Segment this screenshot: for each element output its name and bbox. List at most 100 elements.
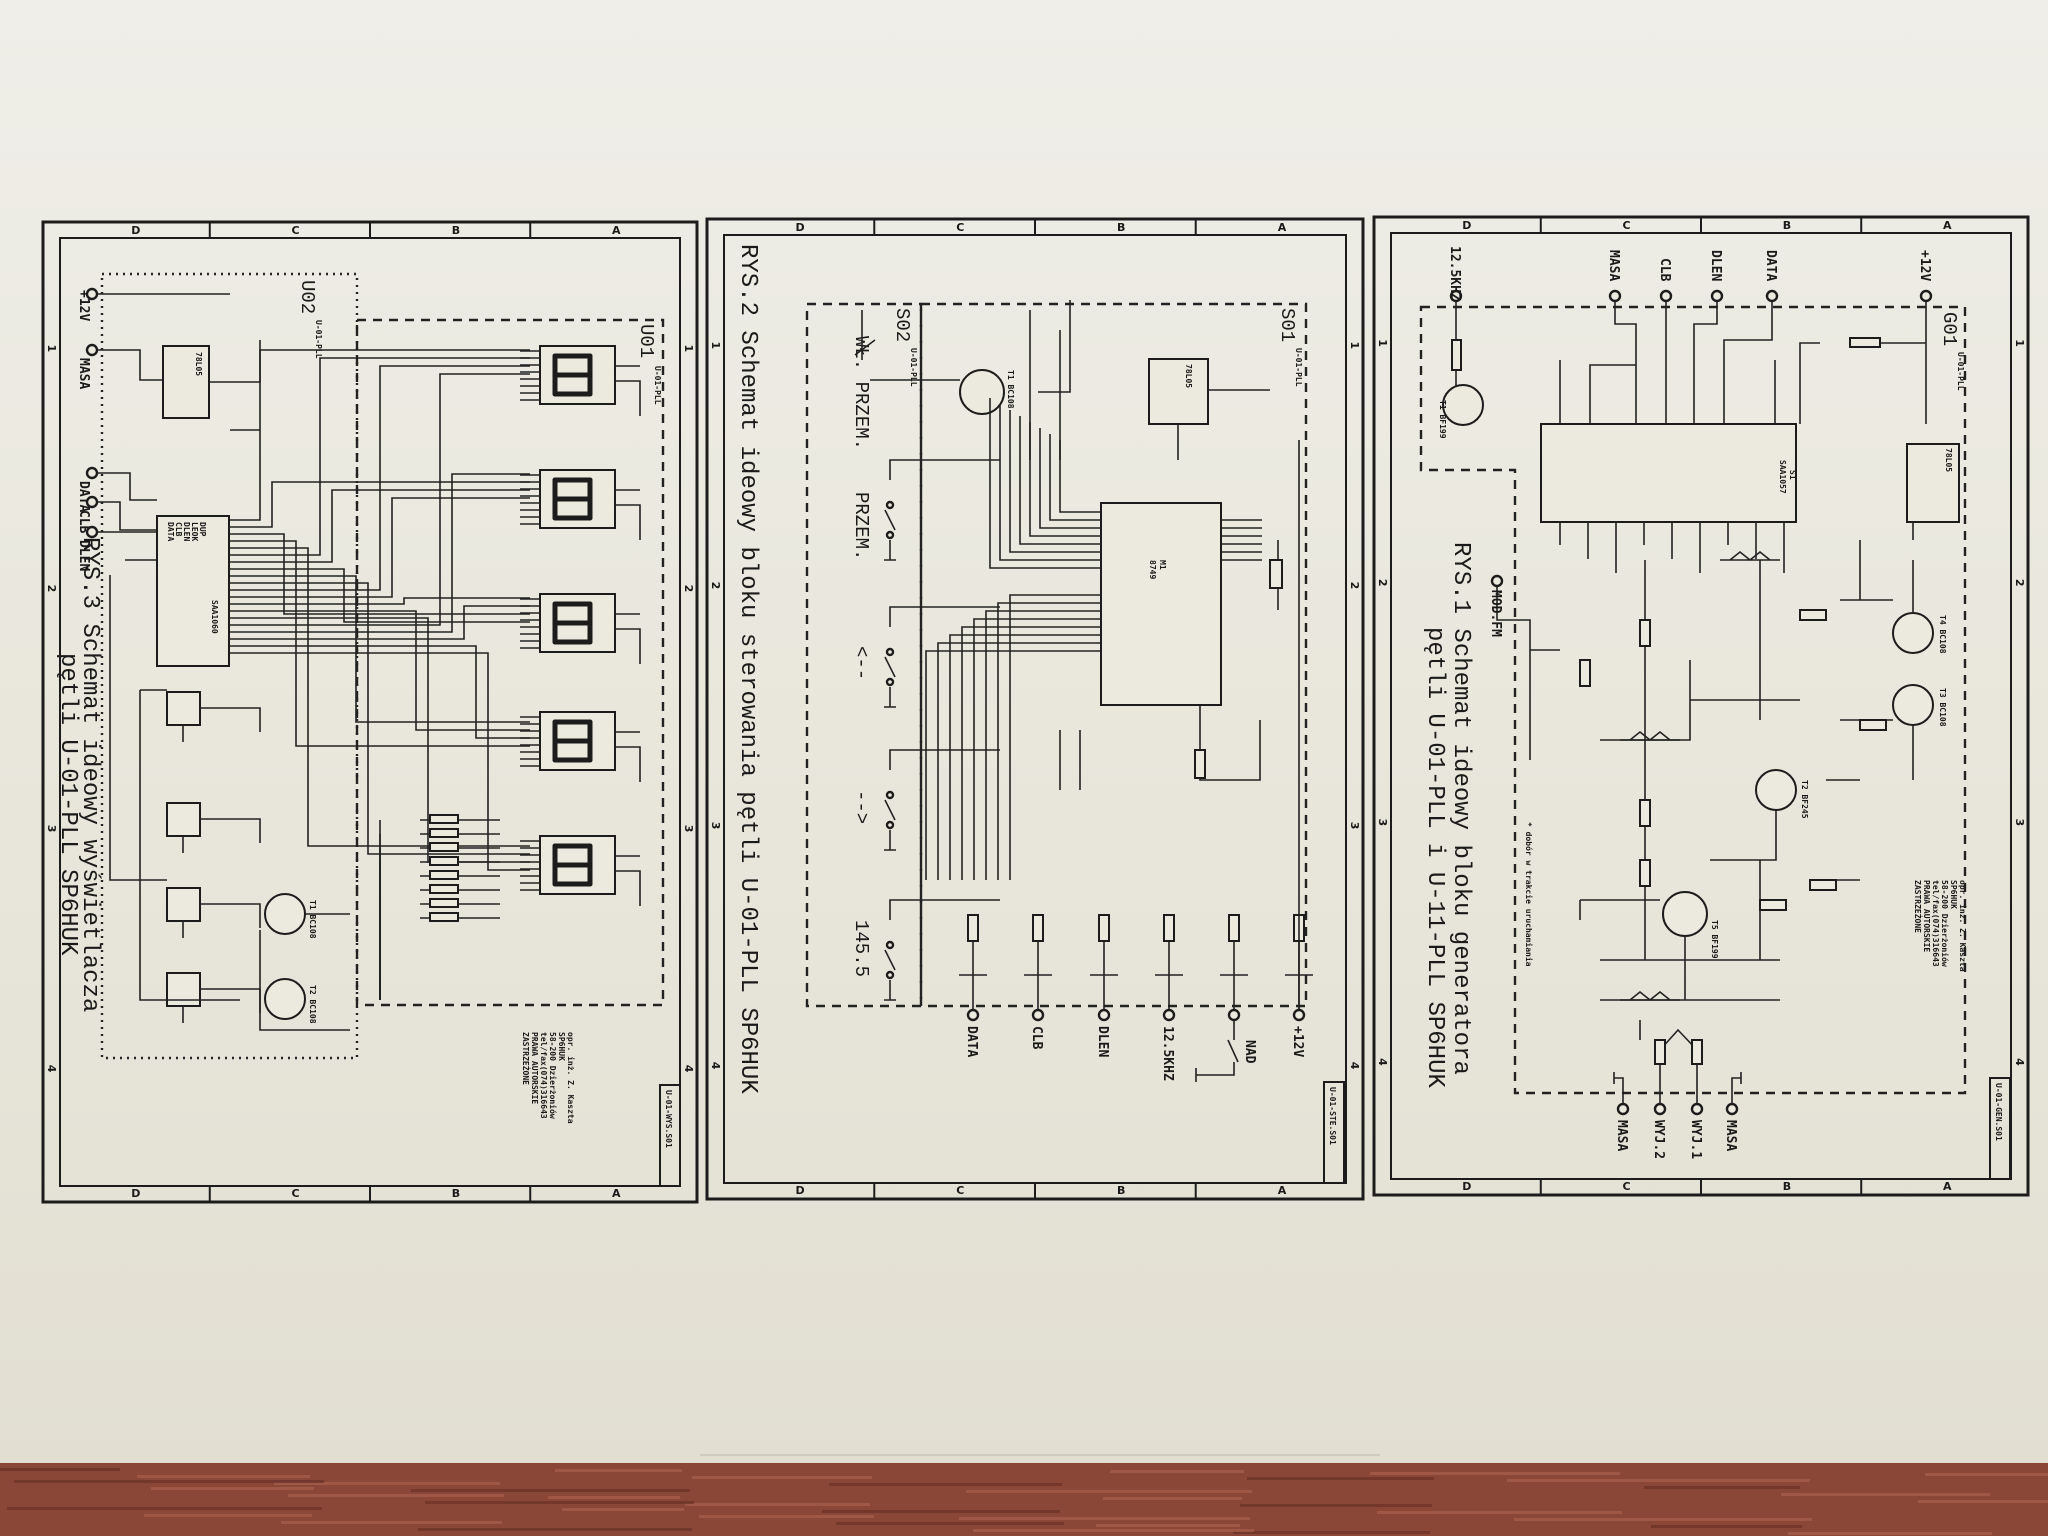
port-wire [1009, 410, 1101, 553]
terminal-wyj1[interactable] [1690, 1102, 1704, 1116]
terminal-label: DATA [1763, 250, 1778, 281]
wood-grain [555, 1469, 682, 1472]
terminal-data[interactable] [85, 466, 99, 480]
block-s02-box [805, 302, 923, 1008]
frame-code-box [1323, 1081, 1345, 1184]
ic-label: SAA1057 [1778, 460, 1787, 494]
terminal-label: +12V [1290, 1026, 1305, 1057]
terminal-data[interactable] [966, 1008, 980, 1022]
transistor-label: T1 BC108 [308, 900, 317, 939]
terminal-label: CLB [76, 510, 91, 534]
wood-grain [959, 1517, 1250, 1520]
resistor [429, 870, 459, 880]
zone-letter: B [1783, 219, 1791, 232]
transistor-label: T3 BC108 [1938, 688, 1947, 727]
wood-grain [1370, 1472, 1620, 1475]
terminal-nad[interactable] [1227, 1008, 1241, 1022]
bus-wire [229, 357, 530, 556]
bus-wire [229, 645, 530, 739]
note-line: PRAWA AUTORSKIE [1922, 880, 1931, 952]
resistor [429, 828, 459, 838]
resistor [429, 842, 459, 852]
author-note: opr. inż. Z. Kaszta SP6HUK 58-200 Dzierż… [521, 1032, 576, 1124]
terminal-12-5khz[interactable] [1162, 1008, 1176, 1022]
wire [615, 489, 641, 540]
note-line: 58-200 Dzierżoniów [1940, 880, 1950, 967]
terminal-clb[interactable] [85, 495, 99, 509]
terminal-label: DLEN [76, 540, 91, 571]
voltage-regulator-ic [1906, 443, 1960, 523]
ic-pin-label: CLB [174, 522, 183, 537]
wood-grain [562, 1508, 684, 1511]
terminal-masa[interactable] [85, 343, 99, 357]
note-line: opr. inż. Z. Kaszta [566, 1032, 576, 1124]
bottom-terminals: MASA WYJ.2 WYJ.1 MASA [1613, 1028, 1742, 1159]
transistor-symbol [264, 893, 306, 935]
voltage-regulator-ic [1148, 358, 1209, 425]
wire [1090, 940, 1118, 1010]
zone-number: 1 [2013, 339, 2026, 347]
wire [1613, 1028, 1742, 1104]
terminal-clb[interactable] [1031, 1008, 1045, 1022]
ic-label: 78L05 [194, 352, 203, 376]
wood-grain [1377, 1511, 1622, 1514]
terminal-dlen[interactable] [1097, 1008, 1111, 1022]
note-line: opr. inż. Z. Kaszta [1958, 880, 1968, 972]
transistor-symbol [1755, 769, 1797, 811]
terminal-dlen[interactable] [1710, 289, 1724, 303]
zone-number: 3 [45, 825, 58, 833]
ic-pin-label: DUP [198, 522, 207, 537]
wood-grain [151, 1487, 314, 1490]
zone-number: 3 [1376, 818, 1389, 826]
zone-number: 1 [709, 342, 722, 350]
zone-number: 1 [45, 345, 58, 353]
resistor [1451, 339, 1462, 371]
author-note: opr. inż. Z. Kaszta SP6HUK 58-200 Dzierż… [1913, 880, 1968, 972]
push-button-switch [884, 899, 1000, 1001]
wood-grain [829, 1483, 1062, 1486]
wood-grain [1651, 1525, 1802, 1528]
port-wire [925, 650, 1101, 880]
wire [615, 731, 641, 782]
resistor [429, 884, 459, 894]
bus-wire [229, 605, 530, 640]
switch-label: 145.5 [850, 920, 872, 977]
block-sublabel: U-01-PLL [314, 320, 323, 359]
zone-number: 4 [1348, 1062, 1361, 1070]
terminal-label: 12.5KHZ [1160, 1026, 1175, 1081]
led-symbol [854, 310, 960, 381]
terminal-mod-fm[interactable] [1490, 574, 1504, 588]
terminal-dlen[interactable] [85, 525, 99, 539]
transistor-symbol [1892, 684, 1934, 726]
block-sublabel: U-01-PLL [1956, 352, 1965, 391]
diagram-subtitle: pętli U-01-PLL i U-11-PLL SP6HUK [1421, 627, 1448, 1088]
terminal-clb[interactable] [1659, 289, 1673, 303]
transistor-label: T2 BC108 [308, 985, 317, 1024]
port-wire [937, 642, 1101, 880]
terminal-masa[interactable] [1608, 289, 1622, 303]
zone-letter: C [292, 224, 300, 237]
digit-eight-glyph [552, 719, 593, 763]
terminal-masa[interactable] [1725, 1102, 1739, 1116]
inductor [1620, 730, 1680, 742]
zone-letter: D [131, 224, 140, 237]
transistor-symbol [1442, 384, 1484, 426]
terminal-label: 12.5KHZ [1447, 246, 1462, 301]
transistor-label: T4 BC108 [1938, 615, 1947, 654]
bus-wire [229, 575, 530, 723]
terminal-masa[interactable] [1616, 1102, 1630, 1116]
terminal-wyj2[interactable] [1653, 1102, 1667, 1116]
paper-background [0, 0, 2048, 1465]
ic-label: 78L05 [1184, 364, 1193, 388]
zone-number: 4 [682, 1065, 695, 1073]
terminal-label: +12V [1917, 250, 1932, 281]
terminal-12v[interactable] [1919, 289, 1933, 303]
terminal-12v[interactable] [1292, 1008, 1306, 1022]
terminal-label: MOD.FM [1488, 590, 1503, 637]
zone-letter: D [1462, 1180, 1471, 1193]
block-label: G01 [1938, 312, 1960, 346]
transistor-symbol [264, 978, 306, 1020]
wood-grain [418, 1528, 692, 1531]
terminal-label: DATA [964, 1026, 979, 1057]
terminal-data[interactable] [1765, 289, 1779, 303]
